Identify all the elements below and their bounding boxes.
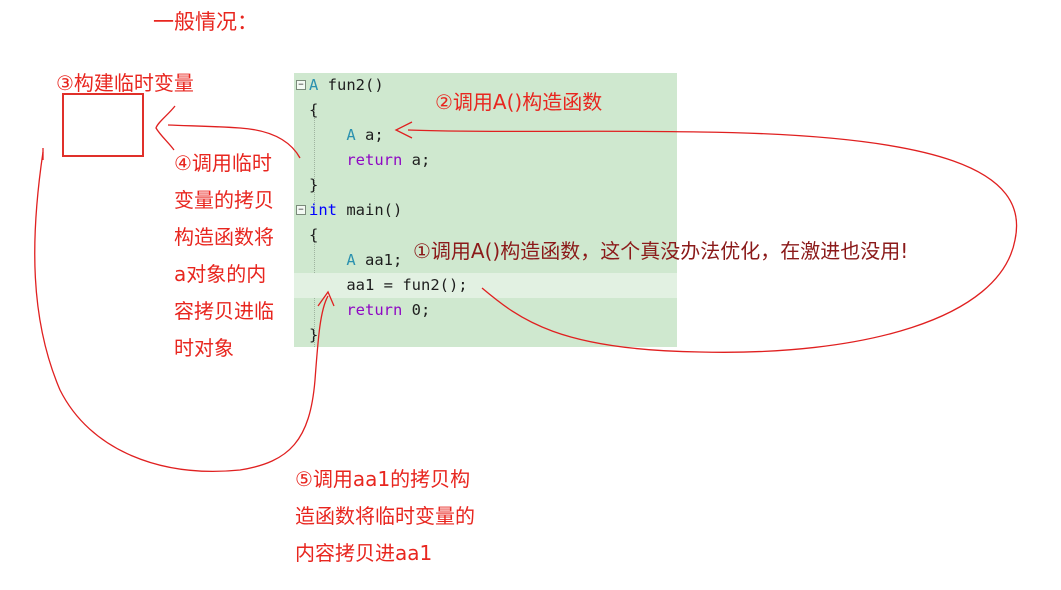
code-token: return	[309, 151, 403, 169]
code-token: }	[309, 176, 319, 194]
step4-label: ④调用临时 变量的拷贝 构造函数将 a对象的内 容拷贝进临 时对象	[174, 145, 274, 367]
code-text: A fun2()	[309, 73, 384, 98]
code-token: main()	[337, 201, 403, 219]
arrow-head-step5	[317, 290, 335, 307]
code-line: return 0;	[294, 298, 677, 323]
step5-label: ⑤调用aa1的拷贝构 造函数将临时变量的 内容拷贝进aa1	[295, 461, 475, 572]
code-text: }	[309, 173, 318, 198]
code-text: return 0;	[309, 298, 430, 323]
step4-line: 变量的拷贝	[174, 188, 274, 212]
step4-line: ④调用临时	[174, 151, 272, 175]
step4-line: 构造函数将	[174, 225, 274, 249]
code-line: {	[294, 223, 677, 248]
code-line: }	[294, 323, 677, 348]
code-token: 0;	[402, 301, 431, 319]
indent-guide	[314, 109, 315, 209]
step2-label: ②调用A()构造函数	[435, 90, 603, 114]
code-text: return a;	[309, 148, 430, 173]
code-line: A aa1;	[294, 248, 677, 273]
code-token: int	[309, 201, 337, 219]
arrow-head-step1	[394, 121, 413, 139]
step5-line: ⑤调用aa1的拷贝构	[295, 467, 471, 491]
code-token: return	[309, 301, 403, 319]
step1-label: ①调用A()构造函数，这个真没办法优化，在激进也没用!	[413, 239, 909, 263]
code-token: a;	[402, 151, 431, 169]
code-token: A	[309, 76, 319, 94]
code-text: aa1 = fun2();	[309, 273, 468, 298]
code-text: {	[309, 223, 318, 248]
code-token: a;	[355, 126, 384, 144]
step5-line: 内容拷贝进aa1	[295, 541, 433, 565]
code-line: return a;	[294, 148, 677, 173]
code-line: aa1 = fun2();	[294, 273, 677, 298]
code-token: aa1;	[355, 251, 403, 269]
temp-variable-box	[62, 93, 144, 157]
code-line: }	[294, 173, 677, 198]
code-line: {	[294, 98, 677, 123]
code-token: }	[309, 326, 319, 344]
code-text: A a;	[309, 123, 384, 148]
fold-toggle-icon[interactable]: −	[296, 205, 306, 215]
step3-label: ③构建临时变量	[56, 71, 194, 95]
code-token: {	[309, 226, 319, 244]
code-token: aa1 = fun2();	[309, 276, 468, 294]
code-token: A	[309, 126, 356, 144]
code-text: A aa1;	[309, 248, 402, 273]
code-panel: −A fun2(){ A a; return a;}−int main(){ A…	[294, 73, 677, 347]
step5-line: 造函数将临时变量的	[295, 504, 475, 528]
code-token: A	[309, 251, 356, 269]
step4-line: 时对象	[174, 336, 234, 360]
code-text: int main()	[309, 198, 402, 223]
arrow-step5	[34, 151, 329, 472]
code-token: {	[309, 101, 319, 119]
arrow-step4	[167, 124, 301, 159]
arrow-step1	[407, 129, 1018, 353]
code-text: {	[309, 98, 318, 123]
code-token: fun2()	[318, 76, 384, 94]
page-title: 一般情况：	[153, 10, 258, 34]
step4-line: 容拷贝进临	[174, 299, 274, 323]
arrow-head-step4	[155, 105, 176, 151]
step4-line: a对象的内	[174, 262, 267, 286]
code-line: A a;	[294, 123, 677, 148]
code-line: −A fun2()	[294, 73, 677, 98]
code-text: }	[309, 323, 318, 348]
fold-toggle-icon[interactable]: −	[296, 80, 306, 90]
code-line: −int main()	[294, 198, 677, 223]
